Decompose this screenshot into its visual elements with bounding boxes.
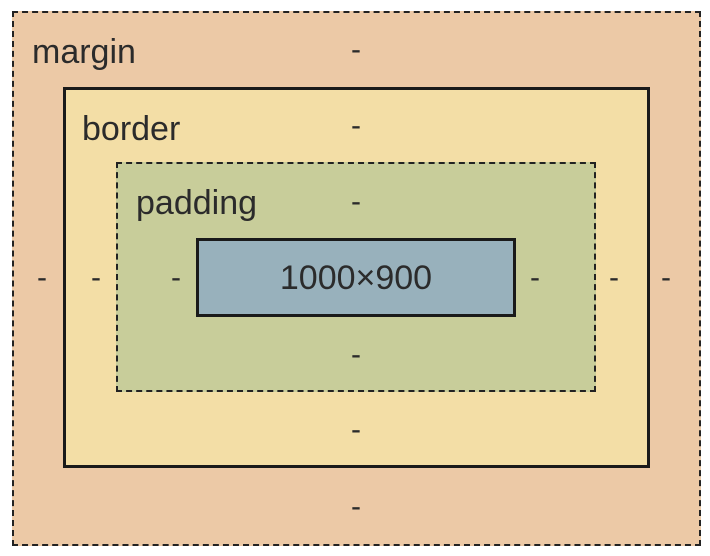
content-size-value[interactable]: 1000×900 [279, 258, 433, 297]
padding-label: padding [136, 184, 258, 222]
margin-left-value[interactable]: - [37, 261, 47, 294]
margin-top-value[interactable]: - [351, 33, 361, 66]
margin-right-value[interactable]: - [661, 261, 671, 294]
padding-top-value[interactable]: - [351, 185, 361, 218]
content-box: 1000×900 [196, 238, 516, 317]
margin-bottom-value[interactable]: - [351, 490, 361, 523]
margin-label: margin [32, 33, 136, 71]
border-label: border [82, 110, 181, 148]
border-right-value[interactable]: - [609, 261, 619, 294]
padding-right-value[interactable]: - [530, 261, 540, 294]
padding-bottom-value[interactable]: - [351, 338, 361, 371]
border-bottom-value[interactable]: - [351, 413, 361, 446]
border-left-value[interactable]: - [91, 261, 101, 294]
padding-left-value[interactable]: - [171, 261, 181, 294]
border-top-value[interactable]: - [351, 109, 361, 142]
